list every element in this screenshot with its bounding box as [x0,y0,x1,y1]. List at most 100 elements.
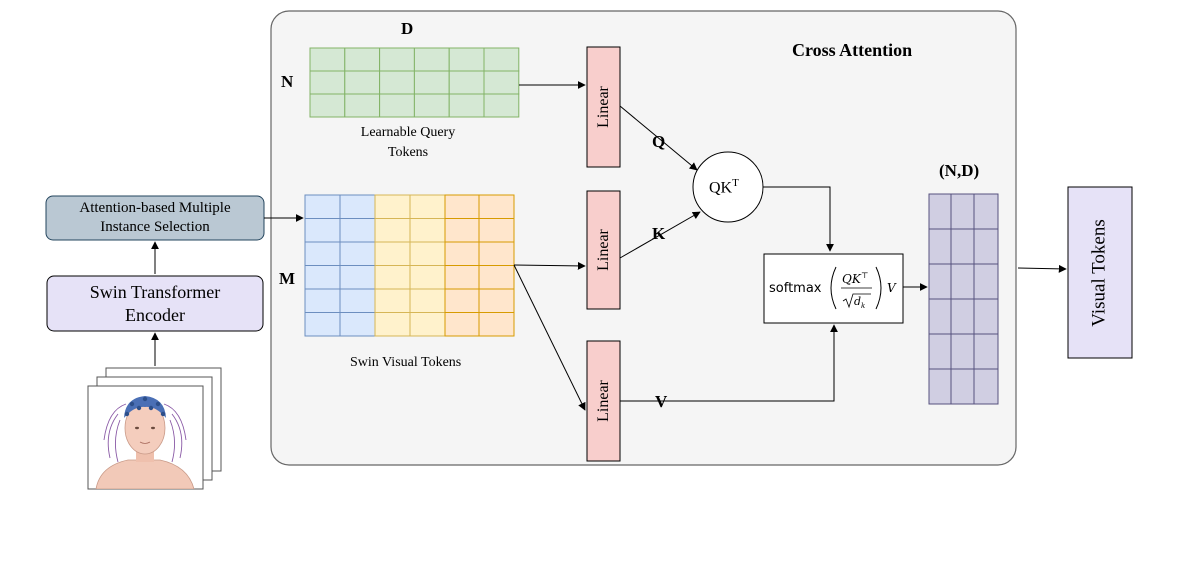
swin-encoder-box [46,275,264,332]
query-token-cell [379,47,415,72]
swin-token-cell [339,288,376,313]
swin-token-cell [374,241,411,266]
swin-token-cell [444,241,480,266]
query-token-cell [483,70,520,95]
swin-token-cell [409,288,446,313]
output-token-cell [973,333,999,370]
swin-token-cell [374,194,411,219]
output-token-cell [928,298,952,335]
instance-selection-line1: Attention-based Multiple [79,200,231,216]
output-token-cell [973,263,999,300]
qk-transpose-label: QKT [709,177,739,197]
cross-attention-panel [270,10,1017,466]
swin-token-cell [444,312,480,337]
query-tokens-caption-line2: Tokens [387,145,429,160]
swin-encoder-label: Swin Transformer Encoder [47,276,263,331]
query-token-cell [448,70,485,95]
visual-tokens-label: Visual Tokens [1089,218,1111,327]
eeg-subject-image-stack [87,367,222,490]
query-token-cell [309,47,346,72]
output-token-cell [928,333,952,370]
linear-k-box [586,190,621,310]
swin-encoder-line2: Encoder [125,304,185,325]
query-token-cell [448,93,485,118]
swin-token-cell [374,312,411,337]
swin-token-cell [409,312,446,337]
swin-token-cell [409,241,446,266]
output-token-cell [950,228,975,265]
query-token-cell [379,93,415,118]
query-token-cell [309,70,346,95]
swin-token-cell [409,194,446,219]
nd-label: (N,D) [939,161,980,180]
softmax-den-text: dk [854,295,865,310]
query-token-cell [448,47,485,72]
query-token-cell [344,93,381,118]
output-token-grid [928,193,999,405]
linear-v-label: Linear [594,380,612,422]
dim-n-label: N [281,72,294,91]
softmax-num-text: QK⊤ [842,271,868,286]
swin-encoder-line1: Swin Transformer [89,281,221,302]
v-label: V [655,392,668,411]
output-token-cell [950,193,975,230]
output-token-cell [950,263,975,300]
query-token-cell [413,47,450,72]
query-token-cell [344,70,381,95]
output-token-cell [973,193,999,230]
swin-token-cell [409,218,446,243]
visual-tokens-box [1067,186,1133,359]
swin-token-cell [478,241,515,266]
swin-token-cell [374,218,411,243]
swin-token-cell [444,194,480,219]
swin-token-cell [444,218,480,243]
learnable-query-token-grid [309,47,520,118]
query-token-cell [483,93,520,118]
linear-q-label: Linear [594,86,612,128]
linear-k-label: Linear [594,229,612,271]
swin-token-cell [444,288,480,313]
softmax-formula: softmax QK⊤ dk V [769,266,897,310]
swin-token-cell [478,288,515,313]
swin-token-cell [304,218,341,243]
query-token-cell [413,93,450,118]
swin-token-cell [339,194,376,219]
swin-token-cell [444,265,480,290]
swin-token-cell [478,312,515,337]
swin-token-cell [339,265,376,290]
output-token-cell [973,298,999,335]
instance-selection-label: Attention-based Multiple Instance Select… [46,196,264,240]
k-label: K [652,224,666,243]
swin-visual-token-grid [304,194,515,337]
swin-token-cell [478,265,515,290]
output-token-cell [950,298,975,335]
instance-selection-line2: Instance Selection [100,219,210,235]
q-label: Q [652,132,666,151]
output-token-cell [950,333,975,370]
swin-token-cell [374,288,411,313]
softmax-box [763,253,904,324]
output-token-cell [973,368,999,405]
swin-token-cell [304,312,341,337]
swin-token-cell [374,265,411,290]
query-tokens-caption-line1: Learnable Query [360,125,456,140]
swin-token-cell [304,241,341,266]
output-token-cell [928,193,952,230]
swin-token-cell [409,265,446,290]
output-token-cell [928,263,952,300]
swin-token-cell [339,312,376,337]
swin-token-cell [478,218,515,243]
arrows [151,81,1067,411]
dim-d-label: D [401,19,414,38]
query-token-cell [483,47,520,72]
cross-attention-title: Cross Attention [792,40,913,60]
swin-token-cell [339,218,376,243]
output-token-cell [928,228,952,265]
eeg-head-icon [95,396,195,489]
dim-m-label: M [279,269,296,288]
output-token-cell [973,228,999,265]
query-token-cell [413,70,450,95]
swin-token-cell [478,194,515,219]
query-tokens-caption: Learnable Query Tokens [328,123,488,163]
